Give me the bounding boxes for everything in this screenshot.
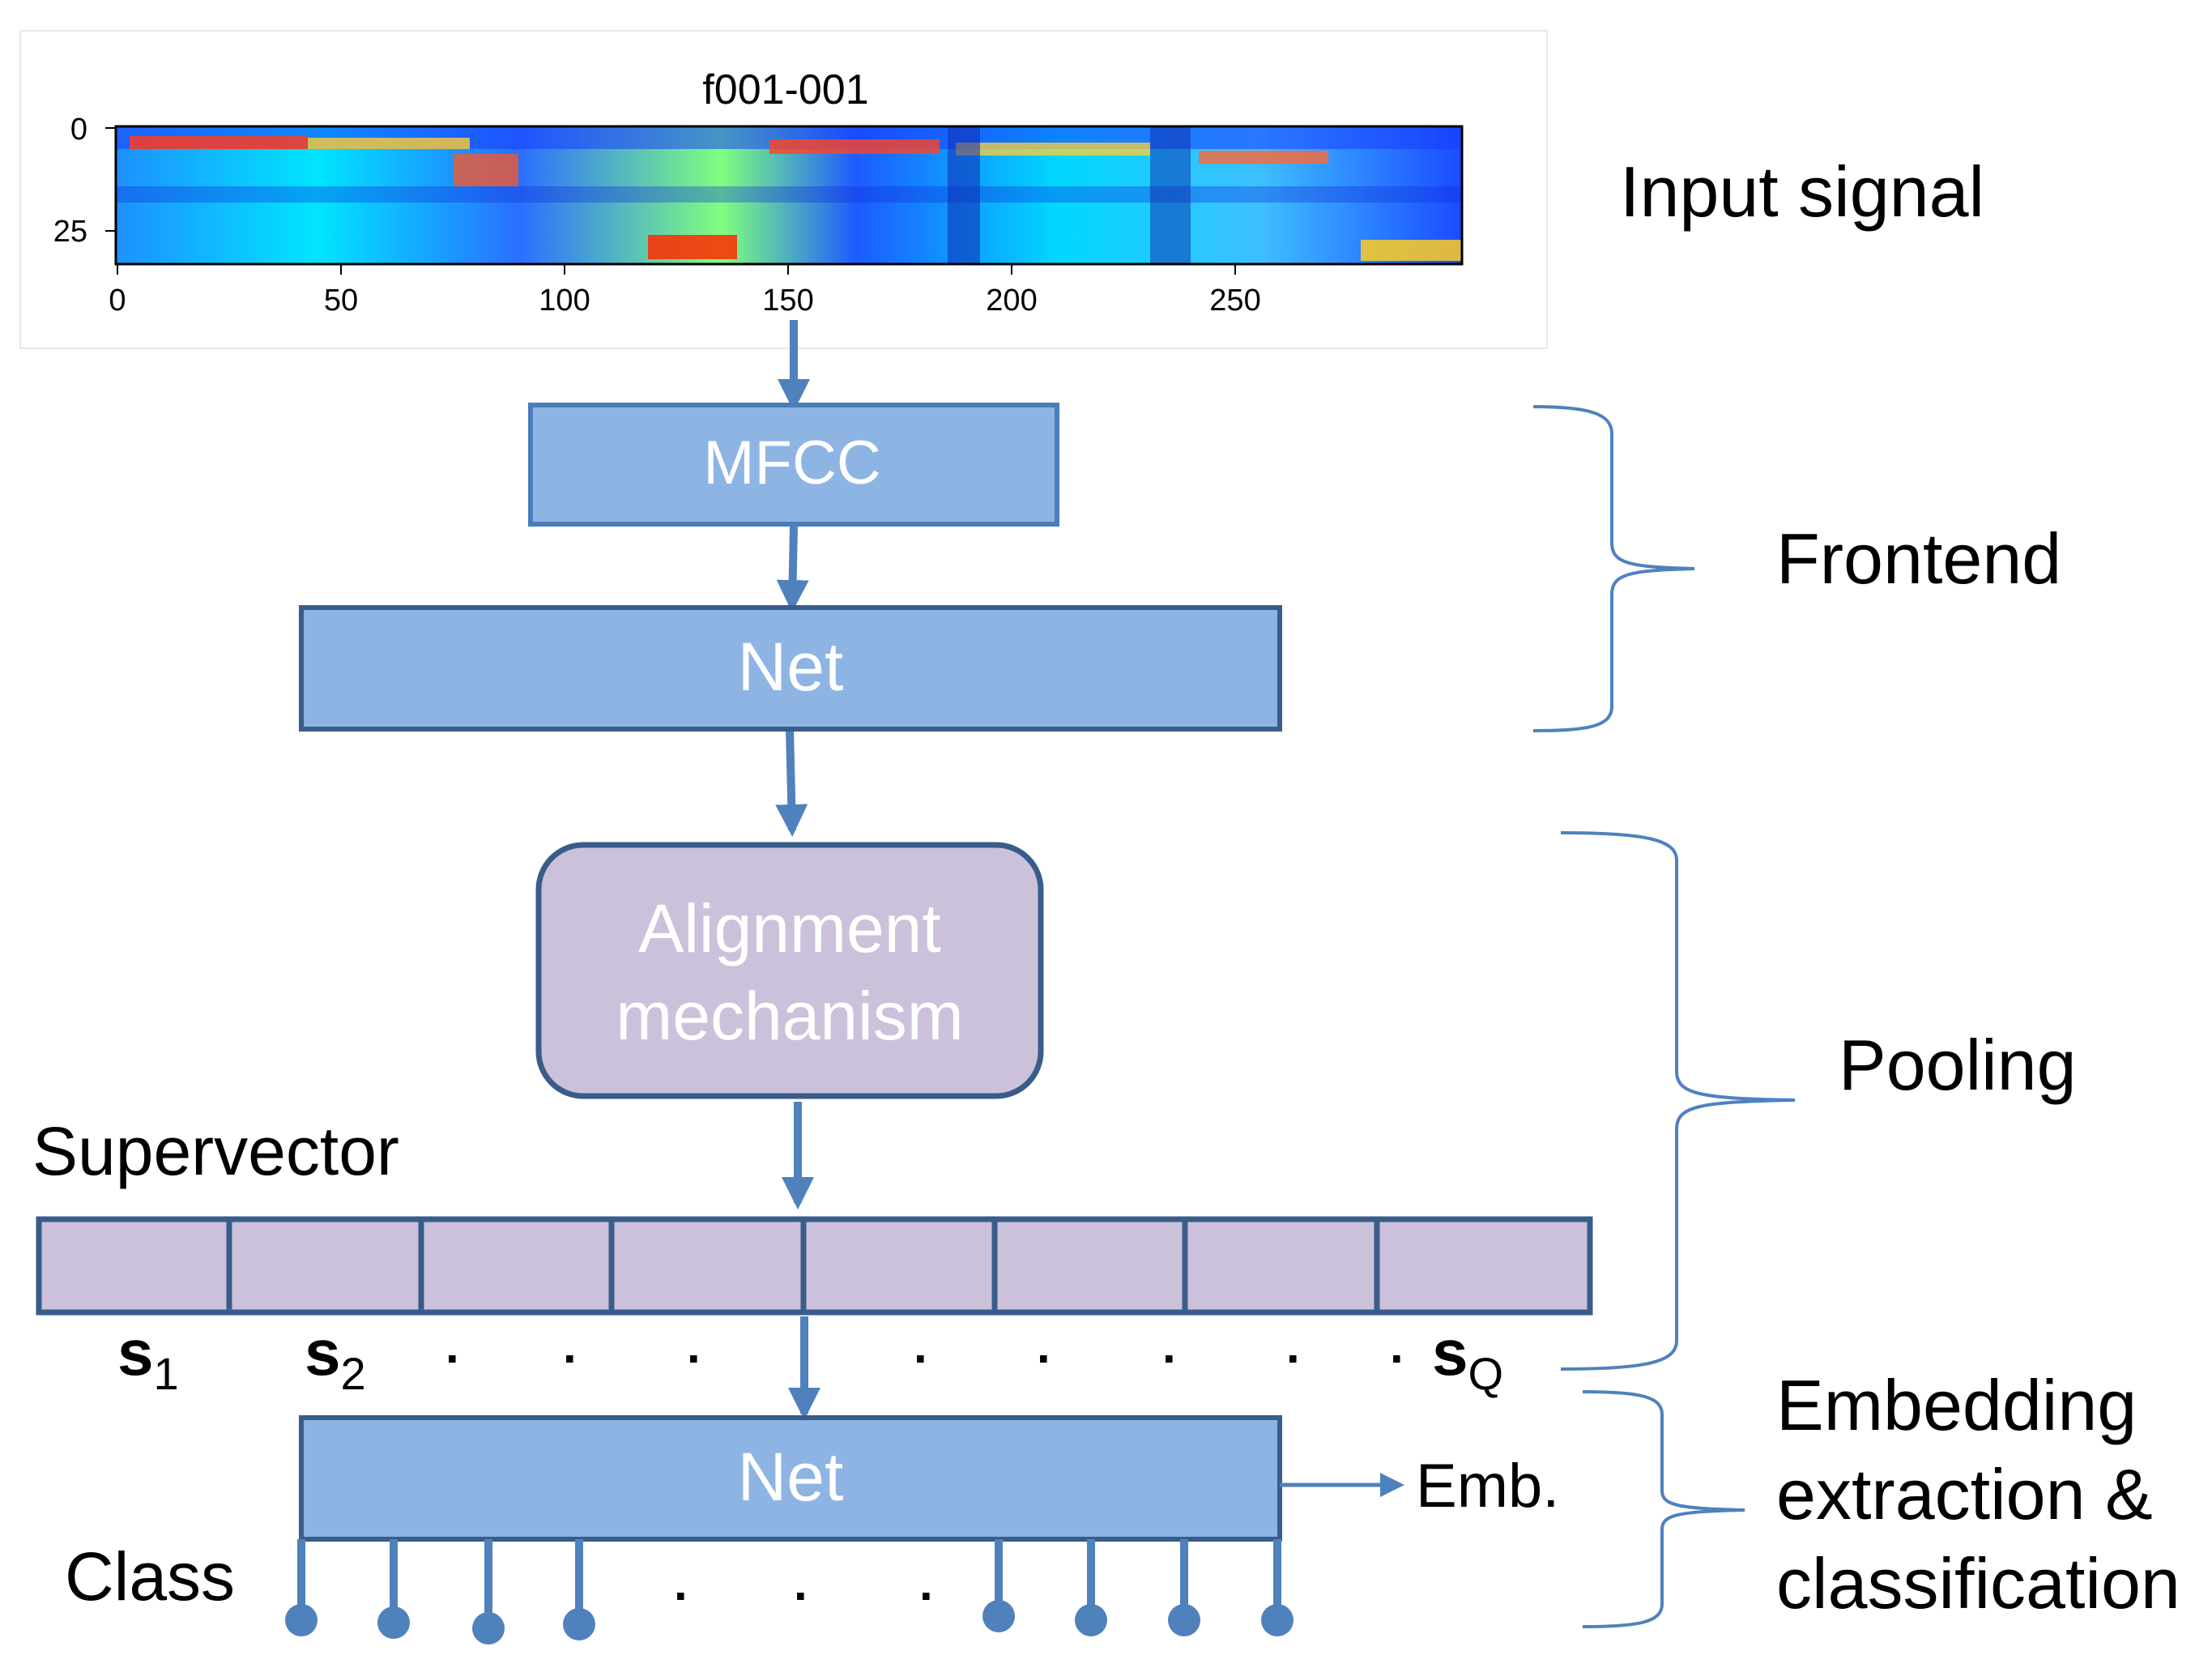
s1-label: s1: [117, 1316, 179, 1399]
x-tick-label: 50: [324, 284, 358, 318]
spectrogram-title: f001-001: [702, 66, 868, 113]
ellipsis-dot: .: [919, 1556, 933, 1610]
ellipsis-dot: .: [687, 1319, 701, 1373]
embedding-label-line3: classification: [1776, 1543, 2180, 1623]
ellipsis-dot: .: [914, 1319, 927, 1373]
sq-label: sQ: [1432, 1316, 1503, 1399]
class-ellipsis: . . .: [674, 1556, 933, 1610]
pooling-label: Pooling: [1839, 1025, 2077, 1105]
alignment-block: Alignment mechanism: [535, 842, 1044, 1099]
ellipsis-dot: .: [563, 1319, 577, 1373]
x-tick-label: 150: [762, 284, 813, 318]
embedding-label-line2: extraction &: [1776, 1454, 2153, 1534]
ellipsis-dot: .: [1037, 1319, 1051, 1373]
mfcc-block: MFCC: [528, 403, 1059, 527]
supervector-label: Supervector: [32, 1113, 399, 1189]
pooling-brace: [1560, 831, 1796, 1371]
y-tick-label: 0: [70, 113, 87, 147]
class-label: Class: [65, 1538, 235, 1615]
ellipsis-dot: .: [1286, 1319, 1300, 1373]
class-node: [285, 1604, 318, 1636]
arrow-mfcc-to-net: [776, 526, 809, 612]
alignment-label-line2: mechanism: [616, 978, 963, 1054]
class-node: [472, 1612, 505, 1645]
frontend-label: Frontend: [1776, 518, 2061, 599]
x-tick-label: 100: [539, 284, 590, 318]
class-node: [982, 1600, 1015, 1632]
emb-label: Emb.: [1416, 1452, 1559, 1521]
class-output-pins: [285, 1539, 1294, 1645]
embedding-label-line1: Embedding: [1776, 1365, 2137, 1445]
class-node: [563, 1608, 595, 1640]
spectrogram-panel: f001-001 0 25: [19, 30, 1548, 349]
ellipsis-dot: .: [1162, 1319, 1176, 1373]
s2-label: s2: [305, 1316, 366, 1399]
embedding-brace: [1582, 1390, 1745, 1628]
flow-arrows: [775, 320, 820, 1420]
class-node: [377, 1606, 410, 1639]
ellipsis-dot: .: [794, 1556, 808, 1610]
stage-labels: Input signal Frontend Pooling Embedding …: [1620, 151, 2180, 1623]
x-axis: 0 50 100 150 200 250: [109, 264, 1261, 318]
backend-net-block: Net: [299, 1415, 1282, 1542]
ellipsis-dot: .: [1390, 1319, 1404, 1373]
supervector-bar: [36, 1216, 1593, 1316]
backend-net-label: Net: [738, 1439, 844, 1515]
frontend-brace: [1532, 405, 1695, 732]
class-node: [1075, 1604, 1107, 1636]
stage-braces: [1532, 405, 1796, 1628]
arrow-net-to-alignment: [775, 728, 808, 837]
ellipsis-dot: .: [445, 1319, 459, 1373]
y-tick-label: 25: [53, 215, 87, 249]
class-node: [1261, 1604, 1294, 1636]
y-axis: 0 25: [53, 113, 116, 249]
ellipsis-dot: .: [674, 1556, 688, 1610]
input-signal-label: Input signal: [1620, 151, 1984, 232]
supervector-element-labels: s1 s2 sQ . . . . . . . .: [117, 1316, 1503, 1399]
spectrogram-image: [114, 125, 1464, 266]
frontend-net-label: Net: [738, 629, 844, 705]
class-node: [1168, 1604, 1200, 1636]
frontend-net-block: Net: [299, 605, 1282, 732]
x-tick-label: 200: [986, 284, 1037, 318]
alignment-label-line1: Alignment: [638, 890, 941, 966]
x-tick-label: 250: [1209, 284, 1260, 318]
mfcc-label: MFCC: [703, 429, 881, 497]
x-tick-label: 0: [109, 284, 126, 318]
